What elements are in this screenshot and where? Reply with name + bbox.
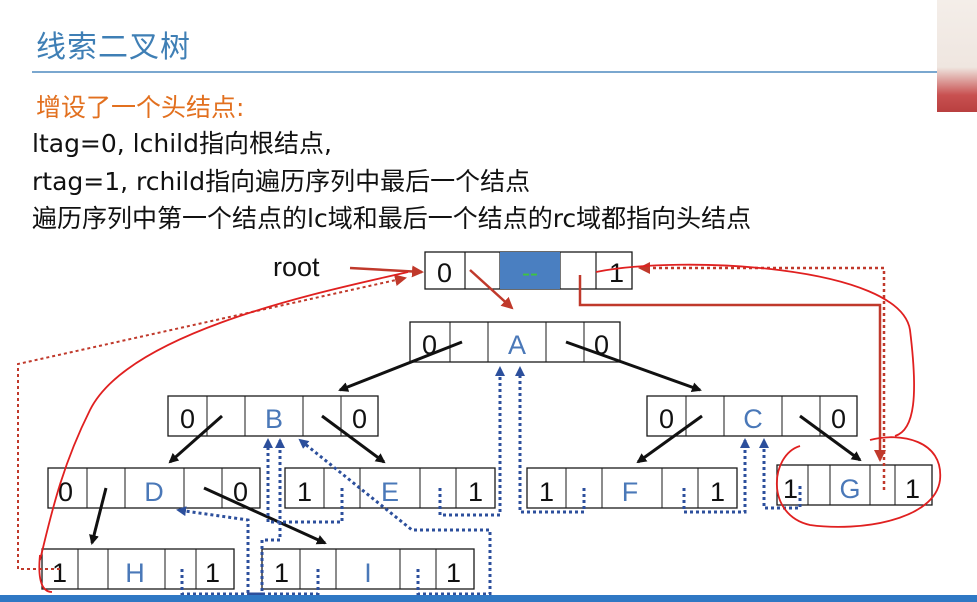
section-heading: 增设了一个头结点: [36, 93, 245, 122]
text-line-3: 遍历序列中第一个结点的lc域和最后一个结点的rc域都指向头结点 [32, 204, 752, 233]
node-I: 1 I 1 [261, 548, 475, 590]
thread-pointers [176, 366, 802, 596]
node-C: 0 C 0 [646, 395, 858, 437]
node-F-data: F [622, 477, 639, 507]
head-rtag: 1 [609, 258, 624, 288]
pointer-D-I [203, 486, 327, 545]
root-label: root [273, 252, 320, 282]
node-E-rtag: 1 [468, 477, 483, 507]
node-B-data: B [265, 404, 283, 434]
text-line-1: ltag=0, lchild指向根结点, [32, 129, 332, 158]
node-G: 1 G 1 [776, 464, 933, 506]
slide-title: 线索二叉树 [36, 30, 191, 65]
node-F: 1 F 1 [526, 467, 738, 509]
node-E-ltag: 1 [297, 477, 312, 507]
head-rchild-pointer [578, 275, 886, 462]
node-I-rtag: 1 [446, 558, 461, 588]
node-H: 1 H 1 [41, 548, 235, 590]
node-G-rtag: 1 [905, 474, 920, 504]
pointer-B-D [168, 414, 223, 464]
thread-I-left [176, 506, 320, 596]
pointer-A-C [565, 340, 702, 393]
node-H-data: H [125, 558, 145, 588]
node-A-data: A [508, 330, 526, 360]
node-A: 0 A 0 [409, 321, 621, 363]
pointer-B-E [321, 414, 386, 464]
annotation-circle-G [775, 436, 941, 528]
node-C-rtag: 0 [831, 404, 846, 434]
node-H-ltag: 1 [52, 558, 67, 588]
annotation-curve-left [39, 271, 409, 561]
thread-H-right [180, 438, 285, 596]
bottom-bar [0, 595, 977, 602]
node-B-rtag: 0 [352, 404, 367, 434]
thread-G-left [759, 438, 802, 510]
thread-G-right [638, 262, 886, 490]
pointer-C-F [636, 414, 703, 464]
head-node: 0 -- 1 [424, 251, 633, 290]
node-D-data: D [144, 477, 164, 507]
annotation-mark-H [38, 554, 53, 593]
hand-annotations [38, 263, 941, 593]
thread-I-right [298, 438, 492, 596]
node-G-ltag: 1 [783, 474, 798, 504]
text-line-2: rtag=1, rchild指向遍历序列中最后一个结点 [32, 167, 531, 196]
node-F-rtag: 1 [710, 477, 725, 507]
head-ltag: 0 [437, 258, 452, 288]
node-B: 0 B 0 [167, 395, 379, 437]
node-H-rtag: 1 [205, 558, 220, 588]
node-D: 0 D 0 [47, 467, 261, 509]
title-divider [32, 71, 937, 73]
node-I-ltag: 1 [274, 558, 289, 588]
head-lchild-pointer [469, 269, 514, 310]
node-C-ltag: 0 [659, 404, 674, 434]
head-data-field [500, 252, 560, 289]
annotation-curve-right [595, 263, 916, 437]
node-D-rtag: 0 [233, 477, 248, 507]
node-C-data: C [743, 404, 763, 434]
node-E: 1 E 1 [284, 467, 496, 509]
webcam-overlay [937, 0, 977, 112]
node-F-ltag: 1 [539, 477, 554, 507]
node-D-ltag: 0 [58, 477, 73, 507]
thread-E-right [438, 366, 505, 517]
node-B-ltag: 0 [180, 404, 195, 434]
node-G-data: G [839, 474, 860, 504]
node-E-data: E [381, 477, 399, 507]
node-I-data: I [364, 558, 372, 588]
pointer-C-G [799, 414, 862, 462]
pointer-D-H [89, 487, 108, 545]
root-pointer [349, 265, 424, 278]
head-data: -- [522, 260, 538, 287]
thread-F-left [515, 366, 586, 514]
thread-F-right [682, 438, 750, 514]
pointer-A-B [338, 340, 463, 392]
child-pointers [89, 340, 862, 545]
